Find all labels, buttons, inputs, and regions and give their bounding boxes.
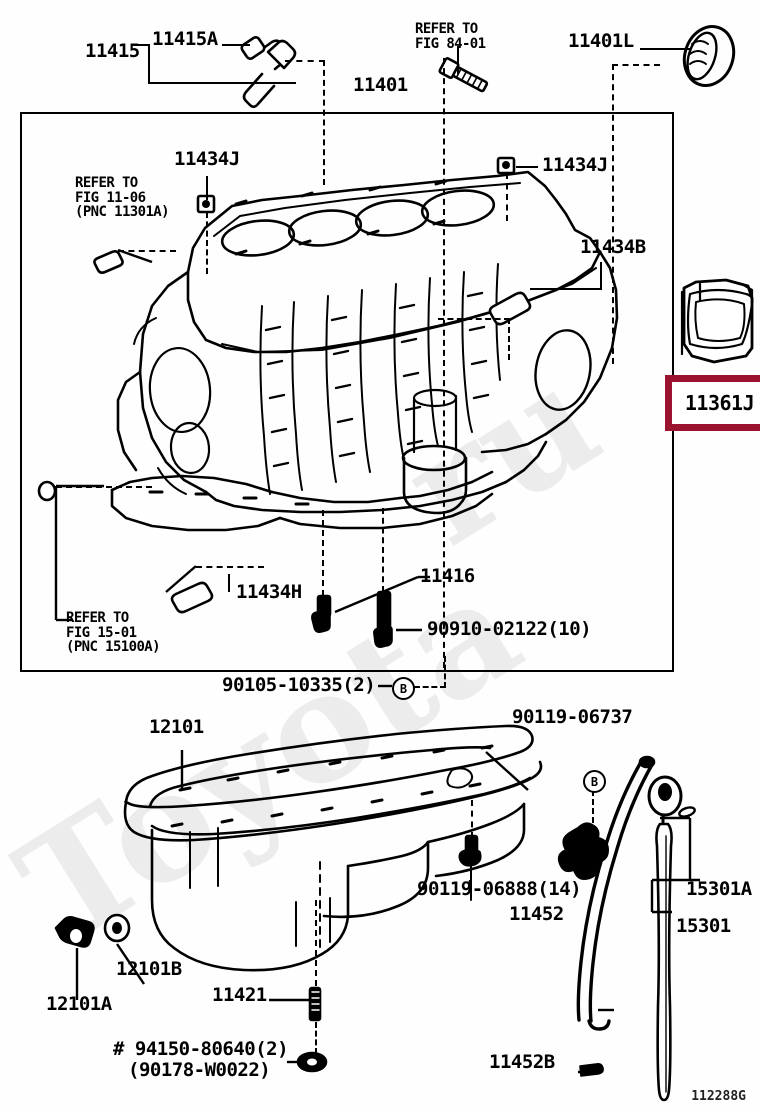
label-11434h: 11434H [236, 581, 302, 603]
refer-1501-line2: FIG 15-01 [66, 624, 137, 641]
dash-11401l-corner [612, 64, 660, 66]
label-94150-80640: # 94150-80640(2) [113, 1038, 289, 1060]
leader-11415-top [132, 44, 150, 46]
label-90105-10335: 90105-10335(2) [222, 674, 376, 696]
leader-11415-horz [148, 82, 296, 84]
label-11401: 11401 [353, 74, 408, 96]
label-11434b: 11434B [580, 236, 646, 258]
leader-11434j-right [516, 166, 538, 168]
label-11434j-left: 11434J [174, 148, 240, 170]
label-90119-06737: 90119-06737 [512, 706, 633, 728]
dash-11401l-seal [612, 64, 614, 364]
dash-11415-corner [285, 60, 325, 62]
dash-refer1106 [118, 250, 176, 252]
refer-1106-line1: REFER TO [75, 175, 138, 191]
dash-11415-to-block [323, 60, 325, 185]
dash-90105-b [444, 656, 446, 688]
highlighted-part-11361j[interactable]: 11361J [665, 375, 760, 431]
label-11416: 11416 [420, 565, 475, 587]
leader-11401l [640, 48, 690, 50]
highlighted-part-label: 11361J [684, 391, 755, 415]
refer-1501-line1: REFER TO [66, 610, 129, 626]
label-15301a: 15301A [686, 878, 752, 900]
leader-11415a [222, 44, 250, 46]
dash-11416-bolt [322, 510, 324, 596]
refer-1106-line2: FIG 11-06 [75, 189, 146, 206]
refer-84-line2: FIG 84-01 [415, 35, 486, 52]
refer-1106-line3: (PNC 11301A) [75, 204, 170, 221]
refer-fig-84-01: REFER TO FIG 84-01 [415, 21, 486, 52]
label-11415a: 11415A [152, 28, 218, 50]
refer-fig-11-06: REFER TO FIG 11-06 (PNC 11301A) [75, 175, 170, 221]
label-11452b: 11452B [489, 1051, 555, 1073]
label-90119-06888: 90119-06888(14) [417, 878, 582, 900]
leader-11434h [228, 574, 230, 592]
dash-11434h-leader [196, 566, 264, 568]
diagram-id: 112288G [691, 1089, 746, 1104]
label-90910-02122: 90910-02122(10) [427, 618, 592, 640]
refer-fig-15-01: REFER TO FIG 15-01 (PNC 15100A) [66, 610, 161, 656]
refer-1501-line3: (PNC 15100A) [66, 639, 161, 656]
label-12101: 12101 [149, 716, 204, 738]
dash-11421-nut [315, 1022, 317, 1054]
label-15301: 15301 [676, 915, 731, 937]
callout-b-lower: B [583, 770, 606, 793]
leader-11415-vert [148, 44, 150, 84]
label-11421: 11421 [212, 984, 267, 1006]
refer-84-line1: REFER TO [415, 21, 478, 37]
label-11434j-right: 11434J [542, 154, 608, 176]
callout-b-upper: B [392, 677, 415, 700]
dash-11401-stud [443, 58, 445, 668]
label-11401l: 11401L [568, 30, 634, 52]
label-90178-w0022: (90178-W0022) [128, 1059, 271, 1081]
label-11452: 11452 [509, 903, 564, 925]
label-12101a: 12101A [46, 993, 112, 1015]
label-12101b: 12101B [116, 958, 182, 980]
dash-90910-bolt [382, 508, 384, 592]
dash-90105-b-h [414, 686, 446, 688]
label-11415: 11415 [85, 40, 140, 62]
